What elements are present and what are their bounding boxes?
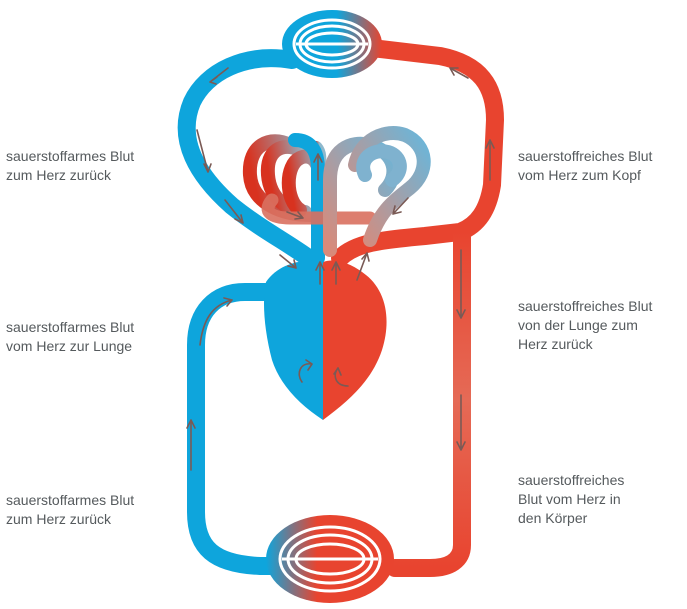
label-line: sauerstoffreiches Blut (518, 297, 652, 316)
label-line: sauerstoffarmes Blut (6, 147, 134, 166)
heart-left-side (323, 261, 387, 420)
label-oxygenated-from-lung: sauerstoffreiches Blut von der Lunge zum… (518, 297, 652, 354)
organ-head (282, 10, 382, 78)
organ-body (266, 515, 394, 603)
label-oxygenated-to-body: sauerstoffreiches Blut vom Herz in den K… (518, 471, 624, 528)
label-line: sauerstoffreiches (518, 471, 624, 490)
heart (264, 261, 387, 420)
label-line: vom Herz zur Lunge (6, 337, 134, 356)
label-deoxygenated-return-upper: sauerstoffarmes Blut zum Herz zurück (6, 147, 134, 185)
label-line: von der Lunge zum (518, 316, 652, 335)
label-deoxygenated-to-lung: sauerstoffarmes Blut vom Herz zur Lunge (6, 318, 134, 356)
label-line: Blut vom Herz in (518, 490, 624, 509)
label-oxygenated-to-head: sauerstoffreiches Blut vom Herz zum Kopf (518, 147, 652, 185)
label-line: Herz zurück (518, 335, 652, 354)
aorta-to-body (395, 232, 462, 568)
label-line: vom Herz zum Kopf (518, 166, 652, 185)
label-line: sauerstoffarmes Blut (6, 491, 134, 510)
label-line: zum Herz zurück (6, 166, 134, 185)
label-line: zum Herz zurück (6, 510, 134, 529)
heart-right-side (264, 261, 323, 420)
label-deoxygenated-return-lower: sauerstoffarmes Blut zum Herz zurück (6, 491, 134, 529)
label-line: sauerstoffarmes Blut (6, 318, 134, 337)
label-line: den Körper (518, 509, 624, 528)
label-line: sauerstoffreiches Blut (518, 147, 652, 166)
